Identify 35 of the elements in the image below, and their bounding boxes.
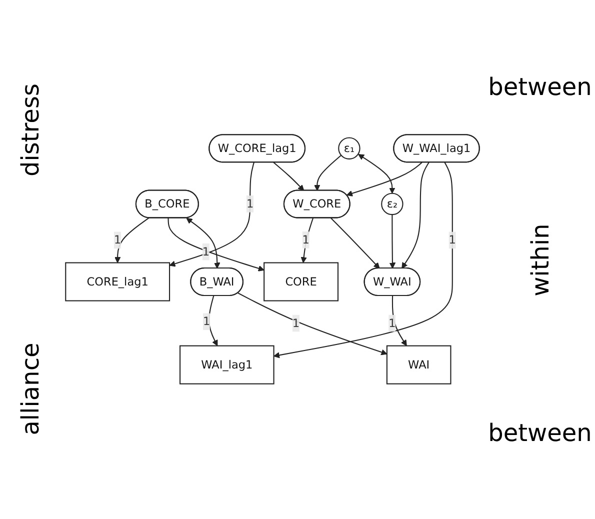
arrow — [314, 155, 342, 192]
arrow — [330, 218, 380, 269]
arrow — [208, 296, 218, 346]
arrow — [186, 218, 220, 269]
arrow — [346, 162, 422, 197]
arrow — [273, 162, 304, 192]
arrow — [389, 214, 396, 269]
edge-label: 1 — [448, 233, 456, 247]
edge-label: 1 — [202, 245, 210, 258]
arrow — [402, 162, 430, 269]
node-box: WAI_lag1 — [180, 346, 274, 385]
edge-label: 1 — [302, 233, 310, 247]
group-label: within — [526, 223, 554, 296]
group-label: alliance — [16, 342, 44, 436]
arrow — [114, 218, 150, 264]
arrow — [392, 296, 407, 346]
node-circle: ε₁ — [338, 138, 360, 160]
node-box: WAI — [386, 346, 452, 385]
arrow — [274, 162, 453, 358]
group-label: between — [488, 72, 592, 100]
node-box: CORE_lag1 — [65, 262, 170, 302]
arrow — [168, 218, 264, 272]
arrow — [300, 218, 314, 264]
edge-label: 1 — [388, 316, 396, 330]
edge-label: 1 — [114, 233, 122, 247]
arrow — [238, 292, 388, 356]
arrow — [358, 154, 396, 194]
group-label: between — [488, 418, 592, 446]
edge-label: 1 — [246, 197, 254, 211]
edge-label: 1 — [292, 316, 300, 330]
node-box: CORE — [264, 262, 339, 302]
node-circle: ε₂ — [381, 193, 404, 216]
edge-label: 1 — [203, 314, 210, 328]
group-label: distress — [16, 83, 44, 176]
arrow — [169, 162, 254, 268]
